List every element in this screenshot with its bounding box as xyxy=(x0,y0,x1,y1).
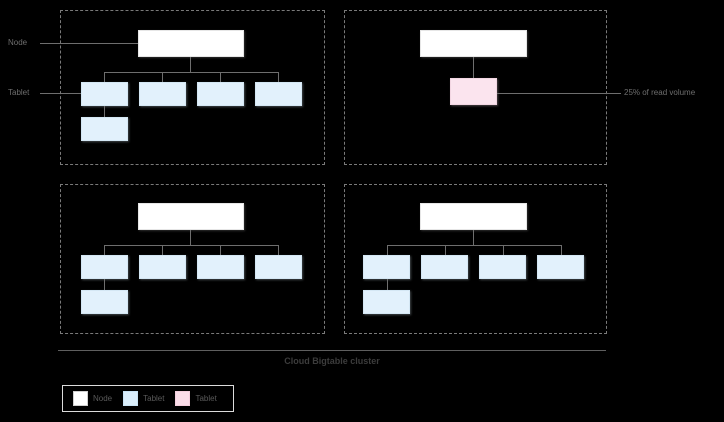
connector-node-stem xyxy=(473,57,474,78)
tablet-box[interactable] xyxy=(255,82,302,106)
connector-drop xyxy=(387,279,388,290)
connector-bus xyxy=(104,245,279,246)
connector-drop xyxy=(104,245,105,255)
legend: Node Tablet Tablet xyxy=(62,385,234,412)
tablet-box[interactable] xyxy=(479,255,526,279)
connector-drop xyxy=(561,245,562,255)
tablet-box-hot[interactable] xyxy=(450,78,497,105)
connector-drop xyxy=(445,245,446,255)
tablet-box[interactable] xyxy=(421,255,468,279)
legend-item-tablet: Tablet xyxy=(123,391,164,406)
connector-node-stem xyxy=(190,57,191,72)
legend-item-tablet-hot: Tablet xyxy=(175,391,217,406)
callout-read-volume: 25% of read volume xyxy=(624,88,696,97)
connector-drop xyxy=(162,72,163,82)
tablet-box[interactable] xyxy=(537,255,584,279)
node-group-bottom-right xyxy=(344,184,607,334)
node-group-top-right xyxy=(344,10,607,165)
tablet-box[interactable] xyxy=(363,255,410,279)
legend-swatch-tablet xyxy=(123,391,139,406)
connector-drop xyxy=(220,245,221,255)
tablet-box[interactable] xyxy=(81,82,128,106)
leader-line-tablet xyxy=(40,93,86,94)
connector-drop xyxy=(387,245,388,255)
cluster-divider xyxy=(58,350,606,351)
connector-node-stem xyxy=(473,230,474,245)
connector-drop xyxy=(503,245,504,255)
cluster-caption: Cloud Bigtable cluster xyxy=(284,356,380,366)
tablet-box[interactable] xyxy=(139,82,186,106)
connector-drop xyxy=(278,245,279,255)
connector-bus xyxy=(387,245,561,246)
connector-drop xyxy=(104,279,105,290)
connector-drop xyxy=(220,72,221,82)
connector-node-stem xyxy=(190,230,191,245)
tablet-box[interactable] xyxy=(81,117,128,141)
tablet-box[interactable] xyxy=(139,255,186,279)
connector-drop xyxy=(278,72,279,82)
leader-line-node xyxy=(40,43,140,44)
connector-drop xyxy=(104,72,105,82)
connector-bus xyxy=(104,72,279,73)
tablet-box[interactable] xyxy=(197,255,244,279)
leader-line-callout xyxy=(497,93,621,94)
node-box[interactable] xyxy=(420,203,527,230)
connector-drop xyxy=(104,106,105,117)
legend-item-node: Node xyxy=(73,391,112,406)
node-box[interactable] xyxy=(138,203,244,230)
legend-label-node: Node xyxy=(93,393,113,403)
node-group-top-left xyxy=(60,10,325,165)
axis-label-tablet: Tablet xyxy=(8,88,30,97)
axis-label-node: Node xyxy=(8,38,28,47)
connector-drop xyxy=(162,245,163,255)
legend-swatch-node xyxy=(73,391,88,406)
legend-label-tablet: Tablet xyxy=(143,393,165,403)
tablet-box[interactable] xyxy=(255,255,302,279)
node-box[interactable] xyxy=(420,30,527,57)
node-box[interactable] xyxy=(138,30,244,57)
legend-label-tablet-hot: Tablet xyxy=(195,393,217,403)
legend-swatch-tablet-hot xyxy=(175,391,191,406)
tablet-box[interactable] xyxy=(197,82,244,106)
tablet-box[interactable] xyxy=(81,255,128,279)
tablet-box[interactable] xyxy=(363,290,410,314)
node-group-bottom-left xyxy=(60,184,325,334)
tablet-box[interactable] xyxy=(81,290,128,314)
